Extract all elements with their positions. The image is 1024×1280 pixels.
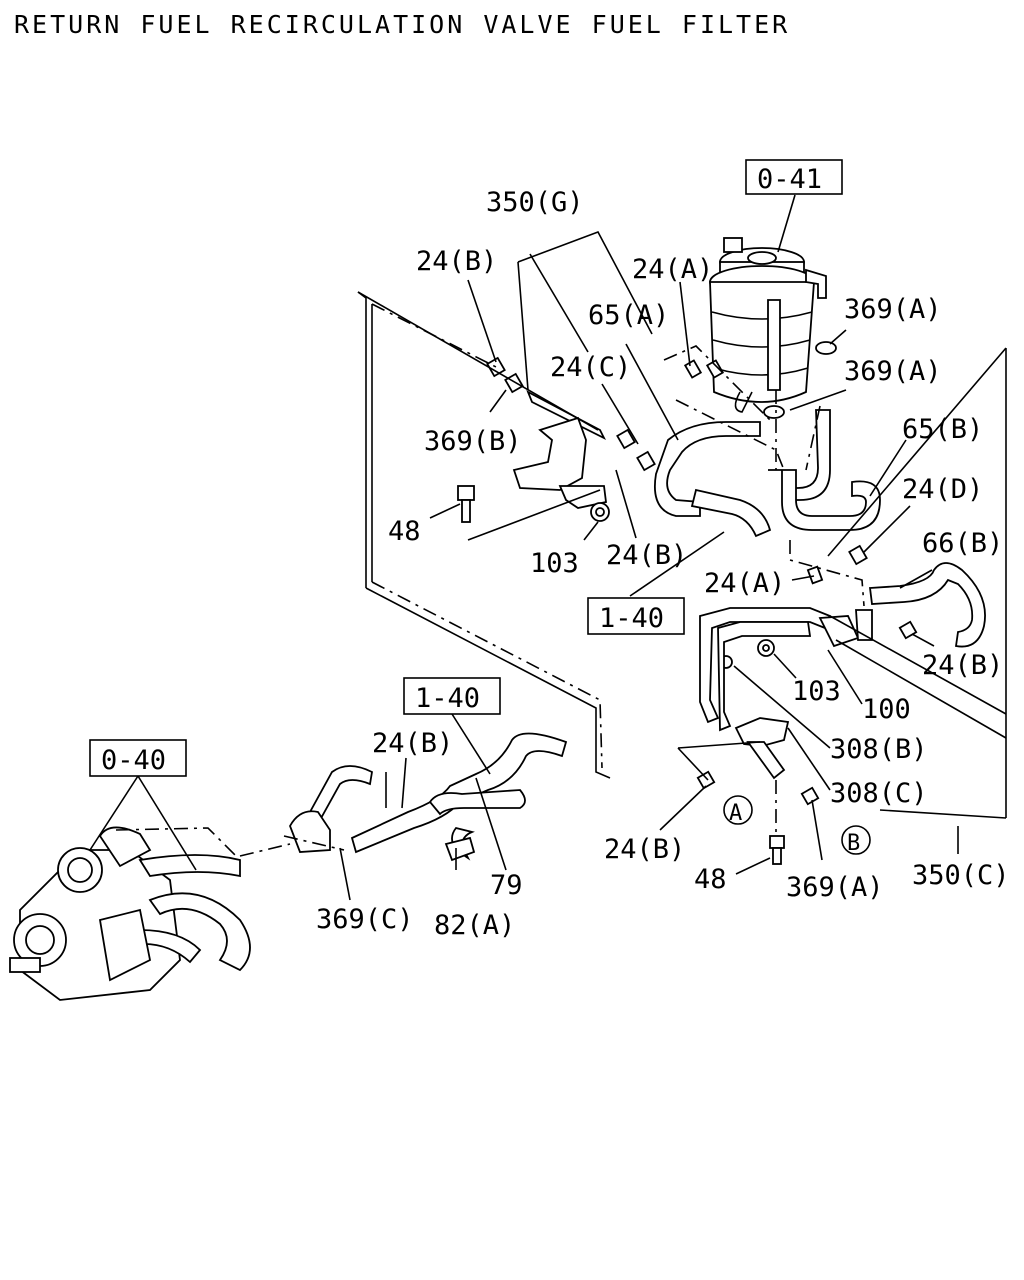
marker-b: B xyxy=(841,825,871,856)
leader-lines xyxy=(89,194,959,901)
valve-pipe-icon xyxy=(699,607,873,780)
fuel-filter-icon xyxy=(709,237,827,413)
ref-box-1-40-upper xyxy=(587,597,685,635)
callout-308c: 308(C) xyxy=(830,778,928,809)
svg-text:A: A xyxy=(729,801,742,826)
callout-24d: 24(D) xyxy=(902,474,983,505)
callout-65a: 65(A) xyxy=(588,300,669,331)
callout-82a: 82(A) xyxy=(434,910,515,941)
callout-100: 100 xyxy=(862,694,911,725)
ref-box-0-41 xyxy=(745,159,843,195)
callout-24c: 24(C) xyxy=(550,352,631,383)
callout-24b-5: 24(B) xyxy=(604,834,685,865)
callout-66b: 66(B) xyxy=(922,528,1003,559)
callout-48-1: 48 xyxy=(388,516,421,547)
callout-369a-1: 369(A) xyxy=(844,294,942,325)
callout-65b: 65(B) xyxy=(902,414,983,445)
bracket-icon xyxy=(512,390,610,522)
callout-24b-4: 24(B) xyxy=(372,728,453,759)
callout-369b: 369(B) xyxy=(424,426,522,457)
page-title: RETURN FUEL RECIRCULATION VALVE FUEL FIL… xyxy=(14,10,791,39)
callout-103-1: 103 xyxy=(530,548,579,579)
frame-lines xyxy=(115,291,1007,857)
svg-text:B: B xyxy=(847,831,860,856)
ref-label-0-40: 0-40 xyxy=(101,745,166,776)
callout-369a-3: 369(A) xyxy=(786,872,884,903)
hose-icon xyxy=(654,409,986,648)
callout-350g: 350(G) xyxy=(486,187,584,218)
callout-24b-1: 24(B) xyxy=(416,246,497,277)
callout-24a-1: 24(A) xyxy=(632,254,713,285)
ref-label-1-40-lower: 1-40 xyxy=(415,683,480,714)
callout-308b: 308(B) xyxy=(830,734,928,765)
callout-79: 79 xyxy=(490,870,523,901)
callout-369a-2: 369(A) xyxy=(844,356,942,387)
callout-24a-2: 24(A) xyxy=(704,568,785,599)
callout-24b-2: 24(B) xyxy=(606,540,687,571)
ref-label-1-40-upper: 1-40 xyxy=(599,603,664,634)
callout-24b-3: 24(B) xyxy=(922,650,1003,681)
bolt-icon xyxy=(457,485,785,865)
callout-48-2: 48 xyxy=(694,864,727,895)
marker-a: A xyxy=(723,795,753,826)
return-hose-icon xyxy=(289,732,568,862)
nut-icon xyxy=(719,639,775,669)
callout-103-2: 103 xyxy=(792,676,841,707)
callout-350c: 350(C) xyxy=(912,860,1010,891)
callout-369c: 369(C) xyxy=(316,904,414,935)
injection-pump-icon xyxy=(9,826,251,1001)
ref-label-0-41: 0-41 xyxy=(757,164,822,195)
